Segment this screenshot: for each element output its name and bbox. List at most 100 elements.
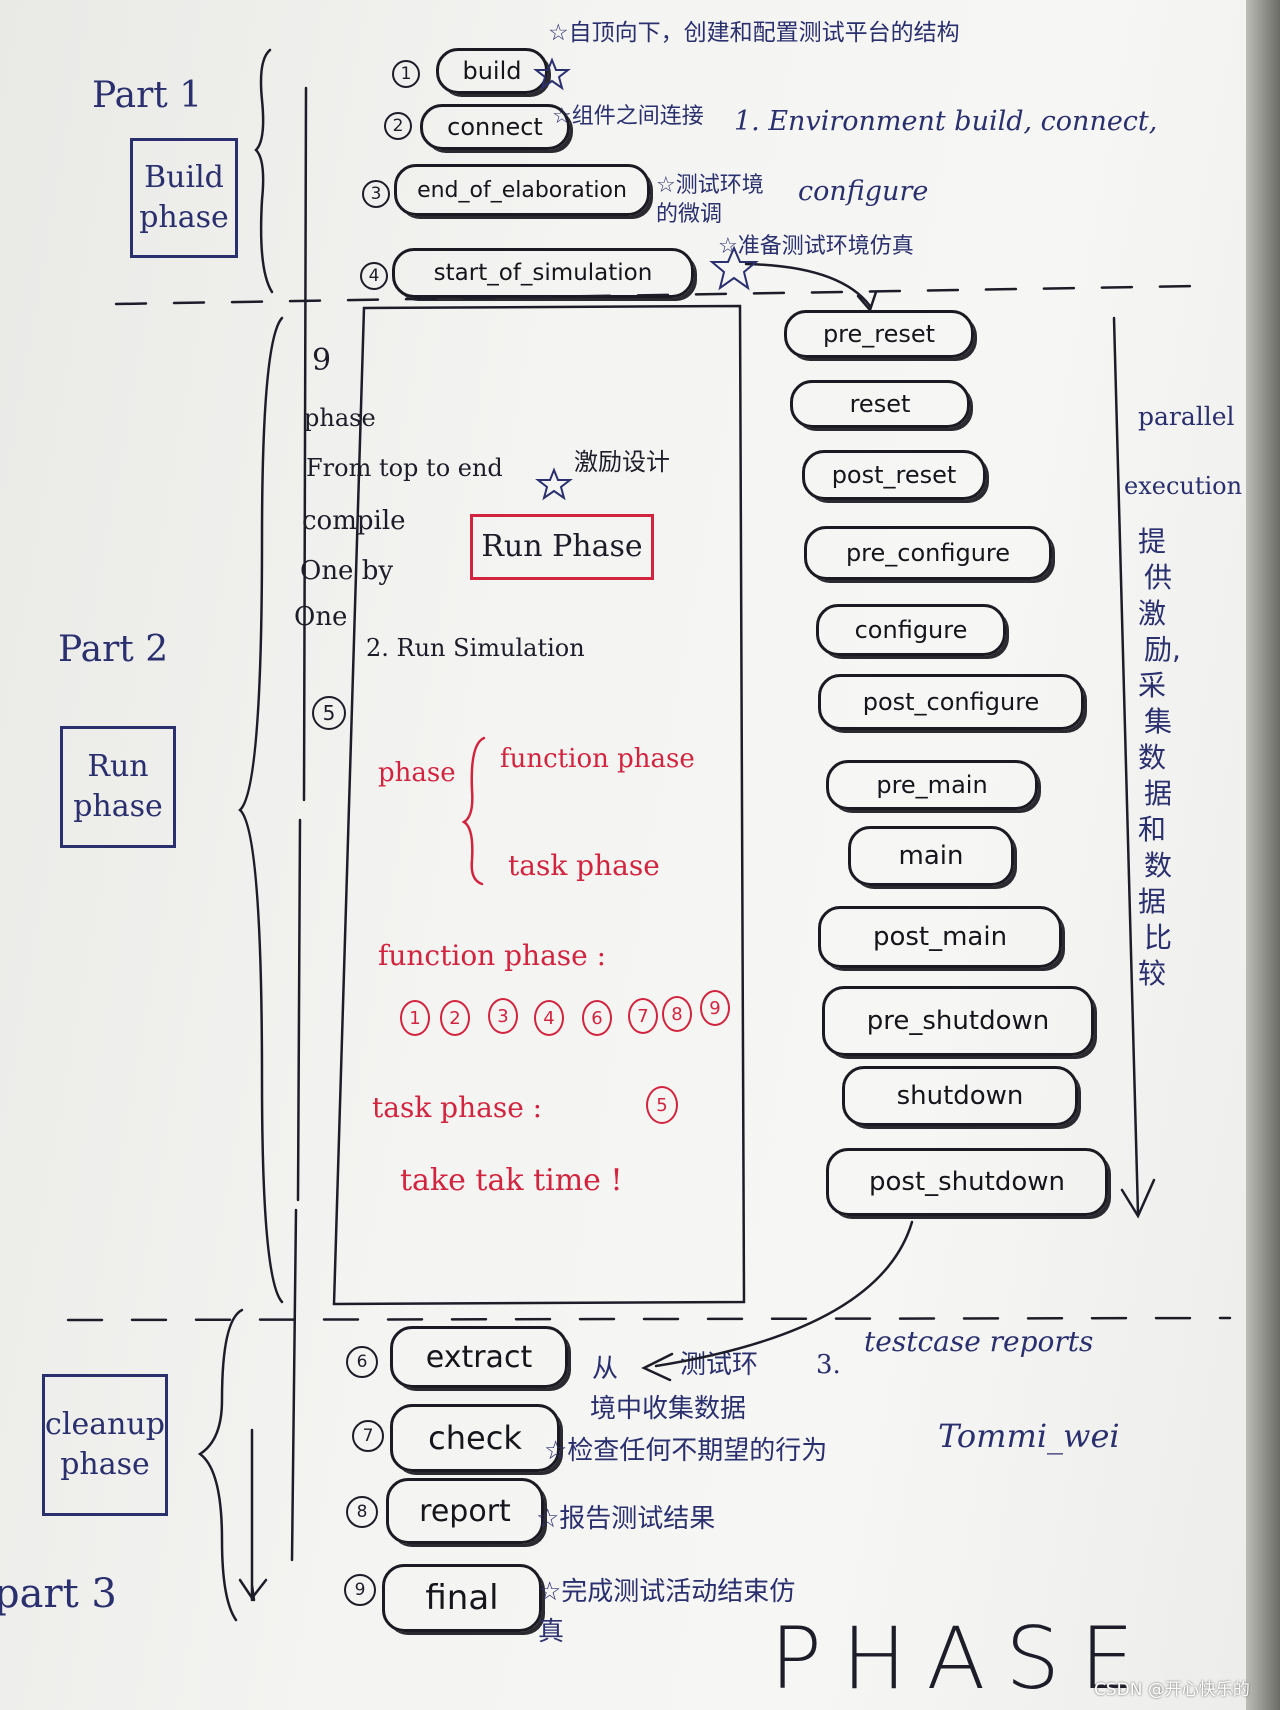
part2-box-line2: phase — [73, 789, 163, 824]
parallel-cn-char: 和 — [1138, 813, 1167, 846]
end-of-elaboration-note: ☆测试环境的微调 — [656, 173, 764, 227]
execution-label: execution — [1124, 472, 1243, 500]
environment-note-line2: configure — [798, 176, 929, 207]
timeline-arrow — [250, 86, 308, 1602]
run-simulation-note: 2. Run Simulation — [366, 634, 585, 662]
function-num-9: 9 — [700, 990, 730, 1026]
phase-note: phase — [304, 404, 376, 432]
function-num-3: 3 — [488, 998, 518, 1034]
brace-part1 — [254, 48, 274, 294]
paper-edge-shadow — [1246, 0, 1280, 1710]
separator-top — [114, 284, 1202, 306]
parallel-cn-char: 采 — [1138, 669, 1167, 702]
parallel-cn-char: 供 — [1144, 561, 1173, 594]
author-signature: Tommi_wei — [938, 1417, 1120, 1455]
phase-brace-task: task phase — [508, 849, 660, 882]
post-main-pill: post_main — [818, 906, 1062, 968]
extract-note-env: 测试环 — [680, 1350, 759, 1380]
testcase-reports: testcase reports — [864, 1325, 1094, 1358]
separator-bottom — [66, 1316, 1232, 1322]
compile-note: compile — [302, 506, 406, 536]
final-note: ☆完成测试活动结束仿真 — [538, 1577, 796, 1648]
parallel-cn-char: 比 — [1144, 921, 1173, 954]
environment-note-line1: 1. Environment build, connect, — [734, 106, 1158, 137]
build-num-3: 3 — [362, 180, 390, 208]
build-num-1: 1 — [392, 60, 420, 88]
brace-part3 — [197, 1308, 244, 1622]
parallel-cn-char: 据 — [1144, 777, 1173, 810]
function-num-7: 7 — [628, 998, 658, 1034]
pre-shutdown-pill: pre_shutdown — [822, 986, 1094, 1056]
parallel-cn-char: 激 — [1138, 597, 1167, 630]
parallel-cn-char: 提 — [1138, 525, 1167, 558]
part3-box-line1: cleanup — [45, 1406, 165, 1442]
nine-note: 9 — [312, 343, 332, 378]
function-num-1: 1 — [400, 1000, 430, 1036]
pre-reset-pill: pre_reset — [784, 310, 974, 358]
connect-pill: connect — [420, 104, 570, 150]
extract-note-line2: 境中收集数据 — [590, 1394, 747, 1424]
brace-part2 — [238, 316, 284, 1304]
part1-box: Build phase — [130, 138, 238, 258]
part3-box: cleanup phase — [42, 1374, 168, 1516]
cleanup-num-8: 8 — [346, 1496, 378, 1528]
parallel-cn-char: 励, — [1144, 633, 1181, 666]
part3-label: part 3 — [0, 1571, 117, 1617]
part1-label: Part 1 — [92, 75, 203, 116]
part2-box: Run phase — [60, 726, 176, 848]
pre-main-pill: pre_main — [826, 760, 1038, 810]
star-build — [533, 57, 571, 91]
pre-configure-pill: pre_configure — [804, 526, 1052, 580]
build-num-2: 2 — [384, 112, 412, 140]
parallel-cn-char: 集 — [1144, 705, 1173, 738]
function-num-6: 6 — [582, 1000, 612, 1036]
run-phase-num-5: 5 — [312, 696, 346, 730]
extract-note-from: 从 — [592, 1354, 619, 1384]
function-num-4: 4 — [534, 1000, 564, 1036]
part3-box-line2: phase — [60, 1447, 150, 1482]
star-start-sim — [709, 245, 759, 291]
post-configure-pill: post_configure — [818, 674, 1084, 730]
part1-box-line2: phase — [139, 200, 229, 235]
run-phase-box: Run Phase — [470, 514, 654, 580]
stimulus-note: 激励设计 — [574, 448, 670, 476]
phase-brace-function: function phase — [500, 744, 695, 774]
part2-label: Part 2 — [58, 629, 169, 670]
one-note: One — [294, 602, 348, 632]
parallel-cn-char: 数 — [1144, 849, 1173, 882]
extract-pill: extract — [390, 1326, 568, 1388]
phase-brace-root: phase — [378, 758, 456, 788]
curve-to-testcase — [654, 1220, 914, 1368]
parallel-cn-char: 据 — [1138, 885, 1167, 918]
check-note: ☆检查任何不期望的行为 — [544, 1436, 828, 1466]
big-phase-title: PHASE — [770, 1609, 1155, 1709]
start-of-simulation-note: ☆准备测试环境仿真 — [718, 234, 914, 259]
cleanup-num-7: 7 — [352, 1420, 384, 1452]
parallel-cn-char: 较 — [1138, 957, 1167, 990]
end-of-elaboration-pill: end_of_elaboration — [394, 164, 650, 216]
shutdown-pill: shutdown — [842, 1066, 1078, 1126]
report-pill: report — [386, 1478, 544, 1544]
build-note: ☆自顶向下，创建和配置测试平台的结构 — [548, 20, 960, 46]
from-top-note: From top to end — [306, 454, 503, 482]
one-by-note: One by — [300, 556, 394, 586]
post-shutdown-pill: post_shutdown — [826, 1148, 1108, 1216]
post-reset-pill: post_reset — [802, 450, 986, 500]
watermark: CSDN @开心快乐的 — [1094, 1680, 1250, 1700]
function-num-8: 8 — [662, 996, 692, 1032]
task-num-5: 5 — [646, 1086, 678, 1124]
parallel-label: parallel — [1138, 402, 1235, 431]
run-phase-box-label: Run Phase — [481, 529, 643, 564]
extract-note-three: 3. — [816, 1350, 841, 1380]
function-phase-line: function phase : — [378, 939, 607, 972]
part1-box-line1: Build — [144, 159, 224, 195]
reset-pill: reset — [790, 380, 970, 428]
run-phase-frame — [332, 304, 746, 1306]
report-note: ☆报告测试结果 — [536, 1504, 716, 1534]
configure-pill: configure — [816, 604, 1006, 656]
main-pill: main — [848, 826, 1014, 886]
build-num-4: 4 — [360, 262, 388, 290]
curve-to-pre-reset — [744, 262, 872, 308]
